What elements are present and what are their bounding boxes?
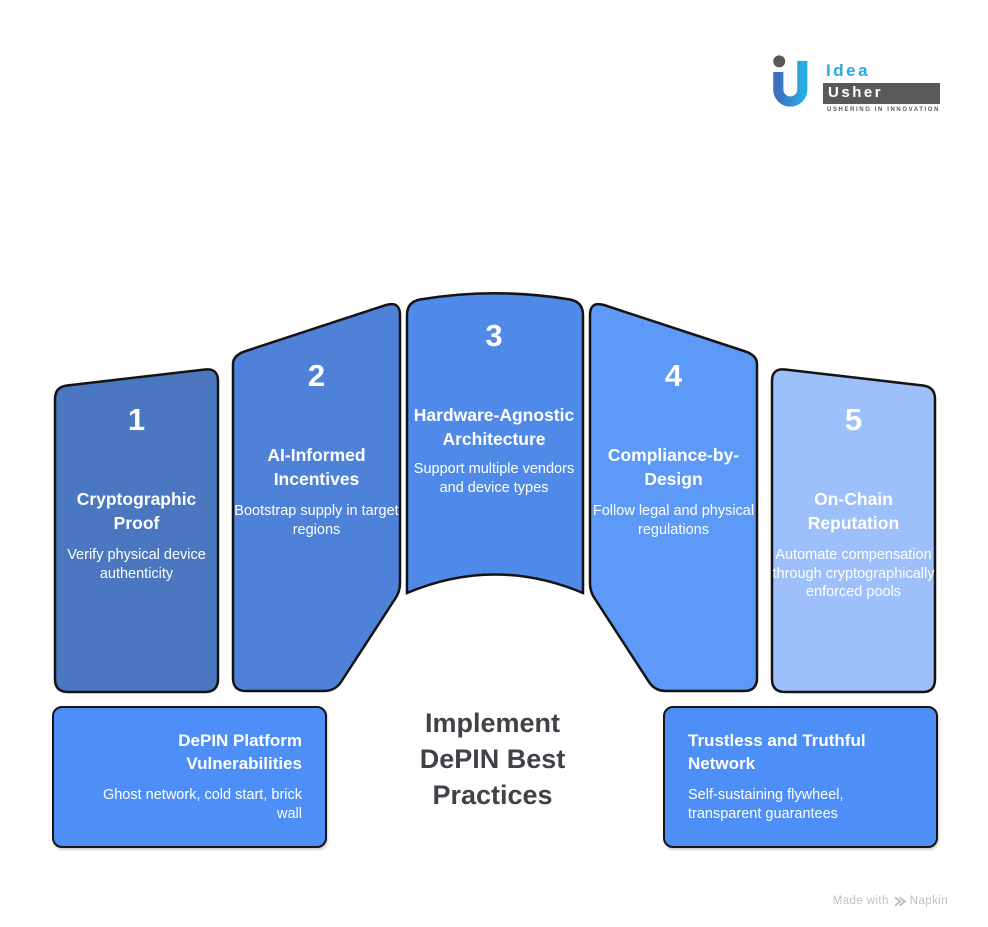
step-card-4: 4 Compliance-by-Design Follow legal and …: [590, 358, 757, 539]
step-card-2: 2 AI-Informed Incentives Bootstrap suppl…: [233, 358, 400, 539]
step-description: Follow legal and physical regulations: [592, 503, 755, 538]
step-card-3: 3 Hardware-Agnostic Architecture Support…: [405, 318, 583, 497]
step-number: 2: [307, 358, 326, 393]
step-description: Support multiple vendors and device type…: [413, 461, 575, 496]
callout-vulnerabilities: DePIN Platform Vulnerabilities Ghost net…: [52, 706, 327, 848]
napkin-logo-icon: [894, 896, 906, 906]
callout-description: Ghost network, cold start, brick wall: [102, 786, 302, 822]
step-number: 5: [844, 402, 863, 437]
watermark-prefix: Made with: [832, 895, 889, 907]
step-shape-3: [405, 292, 585, 595]
idea-usher-logo: Idea Usher USHERING IN INNOVATION: [770, 52, 940, 116]
step-title: On-Chain Reputation: [807, 489, 900, 533]
step-number: 1: [127, 402, 146, 437]
made-with-napkin-watermark: Made with Napkin: [833, 895, 948, 907]
step-description: Bootstrap supply in target regions: [234, 503, 399, 538]
callout-description: Self-sustaining flywheel, transparent gu…: [688, 786, 844, 822]
step-shape-1: [53, 368, 220, 694]
logo-brand-top: Idea: [826, 61, 871, 80]
step-title: Cryptographic Proof: [76, 489, 197, 533]
step-title: Compliance-by-Design: [607, 445, 740, 489]
logo-tagline: USHERING IN INNOVATION: [827, 106, 940, 113]
step-card-1: 1 Cryptographic Proof Verify physical de…: [55, 402, 218, 583]
logo-brand-bottom: Usher: [823, 82, 940, 104]
callout-title: Trustless and Truthful Network: [688, 731, 866, 774]
step-number: 3: [485, 318, 503, 353]
diagram-title: Implement DePIN Best Practices: [419, 708, 566, 811]
step-shape-5: [770, 368, 937, 694]
watermark-suffix: Napkin: [909, 895, 948, 907]
step-shape-4: [588, 302, 759, 693]
step-description: Automate compensation through cryptograp…: [772, 547, 935, 601]
step-card-5: 5 On-Chain Reputation Automate compensat…: [772, 402, 935, 602]
idea-usher-logo-icon: [773, 55, 808, 107]
callout-title: DePIN Platform Vulnerabilities: [178, 731, 302, 774]
step-description: Verify physical device authenticity: [67, 547, 206, 582]
step-title: Hardware-Agnostic Architecture: [413, 405, 575, 449]
step-shape-2: [231, 302, 402, 693]
callout-trustless-network: Trustless and Truthful Network Self-sust…: [663, 706, 938, 848]
step-number: 4: [664, 358, 683, 393]
step-title: AI-Informed Incentives: [267, 445, 366, 489]
